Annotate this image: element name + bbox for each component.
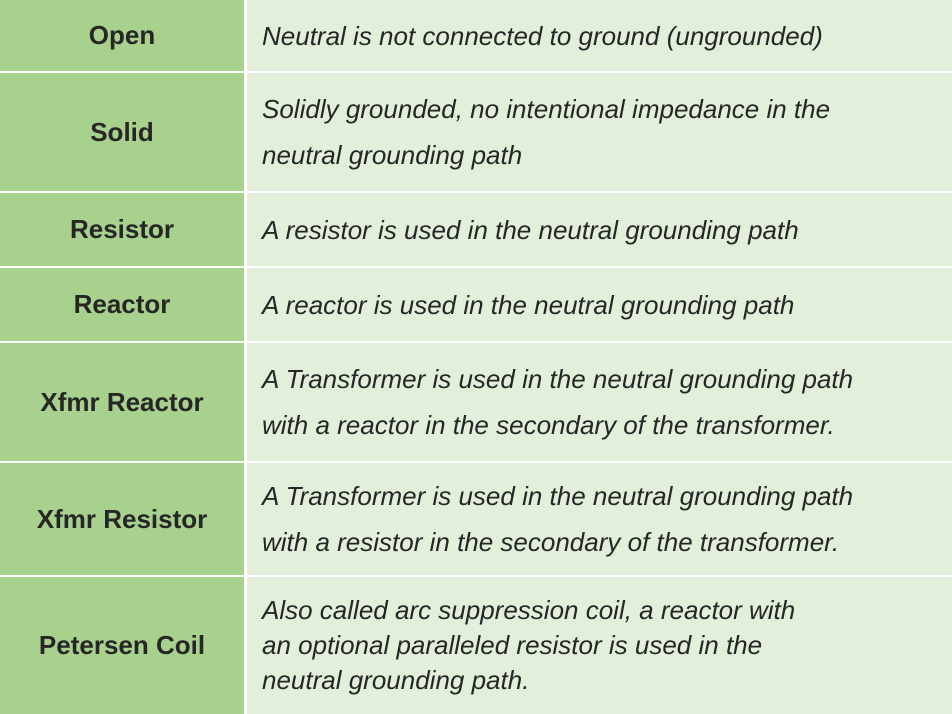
description-line: with a reactor in the secondary of the t… — [262, 410, 835, 440]
row-divider — [0, 341, 952, 343]
row-divider — [0, 71, 952, 73]
description-line: A Transformer is used in the neutral gro… — [262, 364, 854, 394]
description-line: neutral grounding path — [262, 140, 523, 170]
table-row-reactor: Reactor A reactor is used in the neutral… — [0, 268, 952, 341]
term-cell: Reactor — [0, 268, 247, 341]
description-line: Neutral is not connected to ground (ungr… — [262, 20, 823, 51]
description-cell: A Transformer is used in the neutral gro… — [247, 463, 952, 575]
description-line: with a resistor in the secondary of the … — [262, 527, 840, 557]
row-divider — [0, 266, 952, 268]
description-line: an optional paralleled resistor is used … — [262, 630, 763, 660]
description-line: neutral grounding path. — [262, 665, 530, 695]
description-cell: A resistor is used in the neutral ground… — [247, 193, 952, 266]
row-divider — [0, 191, 952, 193]
description-cell: A Transformer is used in the neutral gro… — [247, 343, 952, 461]
table-row-petersen-coil: Petersen Coil Also called arc suppressio… — [0, 577, 952, 714]
term-cell: Petersen Coil — [0, 577, 247, 714]
description-line: A reactor is used in the neutral groundi… — [262, 289, 795, 320]
description-line: A Transformer is used in the neutral gro… — [262, 481, 854, 511]
row-divider — [0, 575, 952, 577]
table-row-xfmr-reactor: Xfmr Reactor A Transformer is used in th… — [0, 343, 952, 461]
table-row-xfmr-resistor: Xfmr Resistor A Transformer is used in t… — [0, 463, 952, 575]
term-cell: Resistor — [0, 193, 247, 266]
description-line: Solidly grounded, no intentional impedan… — [262, 94, 831, 124]
row-divider — [0, 461, 952, 463]
description-cell: Solidly grounded, no intentional impedan… — [247, 73, 952, 191]
table-row-open: Open Neutral is not connected to ground … — [0, 0, 952, 71]
term-cell: Xfmr Resistor — [0, 463, 247, 575]
description-cell: Also called arc suppression coil, a reac… — [247, 577, 952, 714]
term-cell: Xfmr Reactor — [0, 343, 247, 461]
description-line: Also called arc suppression coil, a reac… — [262, 595, 796, 625]
table-row-resistor: Resistor A resistor is used in the neutr… — [0, 193, 952, 266]
description-cell: A reactor is used in the neutral groundi… — [247, 268, 952, 341]
term-cell: Solid — [0, 73, 247, 191]
description-cell: Neutral is not connected to ground (ungr… — [247, 0, 952, 71]
table-row-solid: Solid Solidly grounded, no intentional i… — [0, 73, 952, 191]
description-line: A resistor is used in the neutral ground… — [262, 214, 799, 245]
term-cell: Open — [0, 0, 247, 71]
